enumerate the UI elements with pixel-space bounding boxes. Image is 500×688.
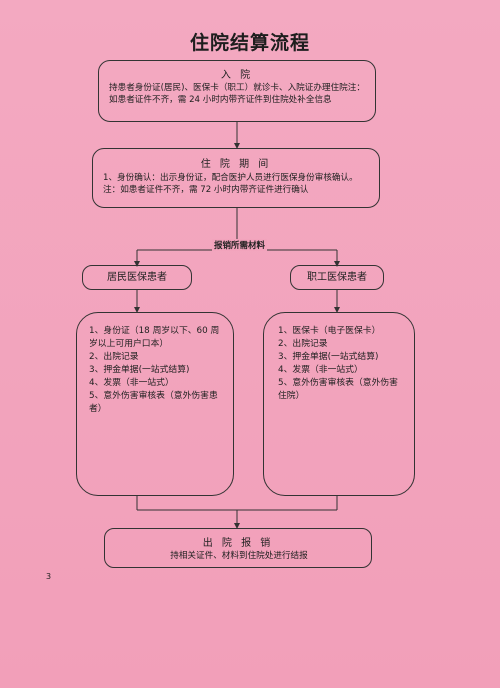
discharge-text: 持相关证件、材料到住院处进行结报 xyxy=(170,551,308,561)
page-title: 住院结算流程 xyxy=(189,32,310,54)
employee-insurance-pill: 职工医保患者 xyxy=(290,265,384,290)
discharge-box: 出 院 报 销 持相关证件、材料到住院处进行结报 xyxy=(104,528,372,568)
list-item: 1、身份证（18 周岁以下、60 周岁以上可用户口本） xyxy=(89,326,220,349)
admission-heading: 入 院 xyxy=(220,70,254,81)
hospitalization-text: 1、身份确认：出示身份证，配合医护人员进行医保身份审核确认。注：如患者证件不齐，… xyxy=(103,173,358,195)
page-number: 3 xyxy=(46,572,52,581)
hospitalization-heading: 住 院 期 间 xyxy=(200,159,272,170)
discharge-heading: 出 院 报 销 xyxy=(202,538,274,549)
employee-materials-list: 1、医保卡（电子医保卡） 2、出院记录 3、押金单据(一站式结算) 4、发票（非… xyxy=(278,325,406,403)
list-item: 2、出院记录 xyxy=(278,339,328,349)
list-item: 5、意外伤害审核表（意外伤害住院） xyxy=(278,378,398,401)
list-item: 1、医保卡（电子医保卡） xyxy=(278,326,381,336)
employee-materials-box: 1、医保卡（电子医保卡） 2、出院记录 3、押金单据(一站式结算) 4、发票（非… xyxy=(263,312,415,496)
list-item: 2、出院记录 xyxy=(89,352,139,362)
list-item: 3、押金单据(一站式结算) xyxy=(278,352,379,362)
admission-text: 持患者身份证(居民)、医保卡（职工）就诊卡、入院证办理住院注：如患者证件不齐，需… xyxy=(109,83,365,105)
hospitalization-box: 住 院 期 间 1、身份确认：出示身份证，配合医护人员进行医保身份审核确认。注：… xyxy=(92,148,380,208)
list-item: 5、意外伤害审核表（意外伤害患者） xyxy=(89,391,218,414)
list-item: 3、押金单据(一站式结算) xyxy=(89,365,190,375)
resident-materials-list: 1、身份证（18 周岁以下、60 周岁以上可用户口本） 2、出院记录 3、押金单… xyxy=(89,325,227,416)
admission-box: 入 院 持患者身份证(居民)、医保卡（职工）就诊卡、入院证办理住院注：如患者证件… xyxy=(98,60,376,122)
list-item: 4、发票（非一站式） xyxy=(278,365,363,375)
reimbursement-materials-label: 报销所需材料 xyxy=(212,239,268,251)
list-item: 4、发票（非一站式） xyxy=(89,378,174,388)
resident-materials-box: 1、身份证（18 周岁以下、60 周岁以上可用户口本） 2、出院记录 3、押金单… xyxy=(76,312,234,496)
resident-insurance-pill: 居民医保患者 xyxy=(82,265,192,290)
